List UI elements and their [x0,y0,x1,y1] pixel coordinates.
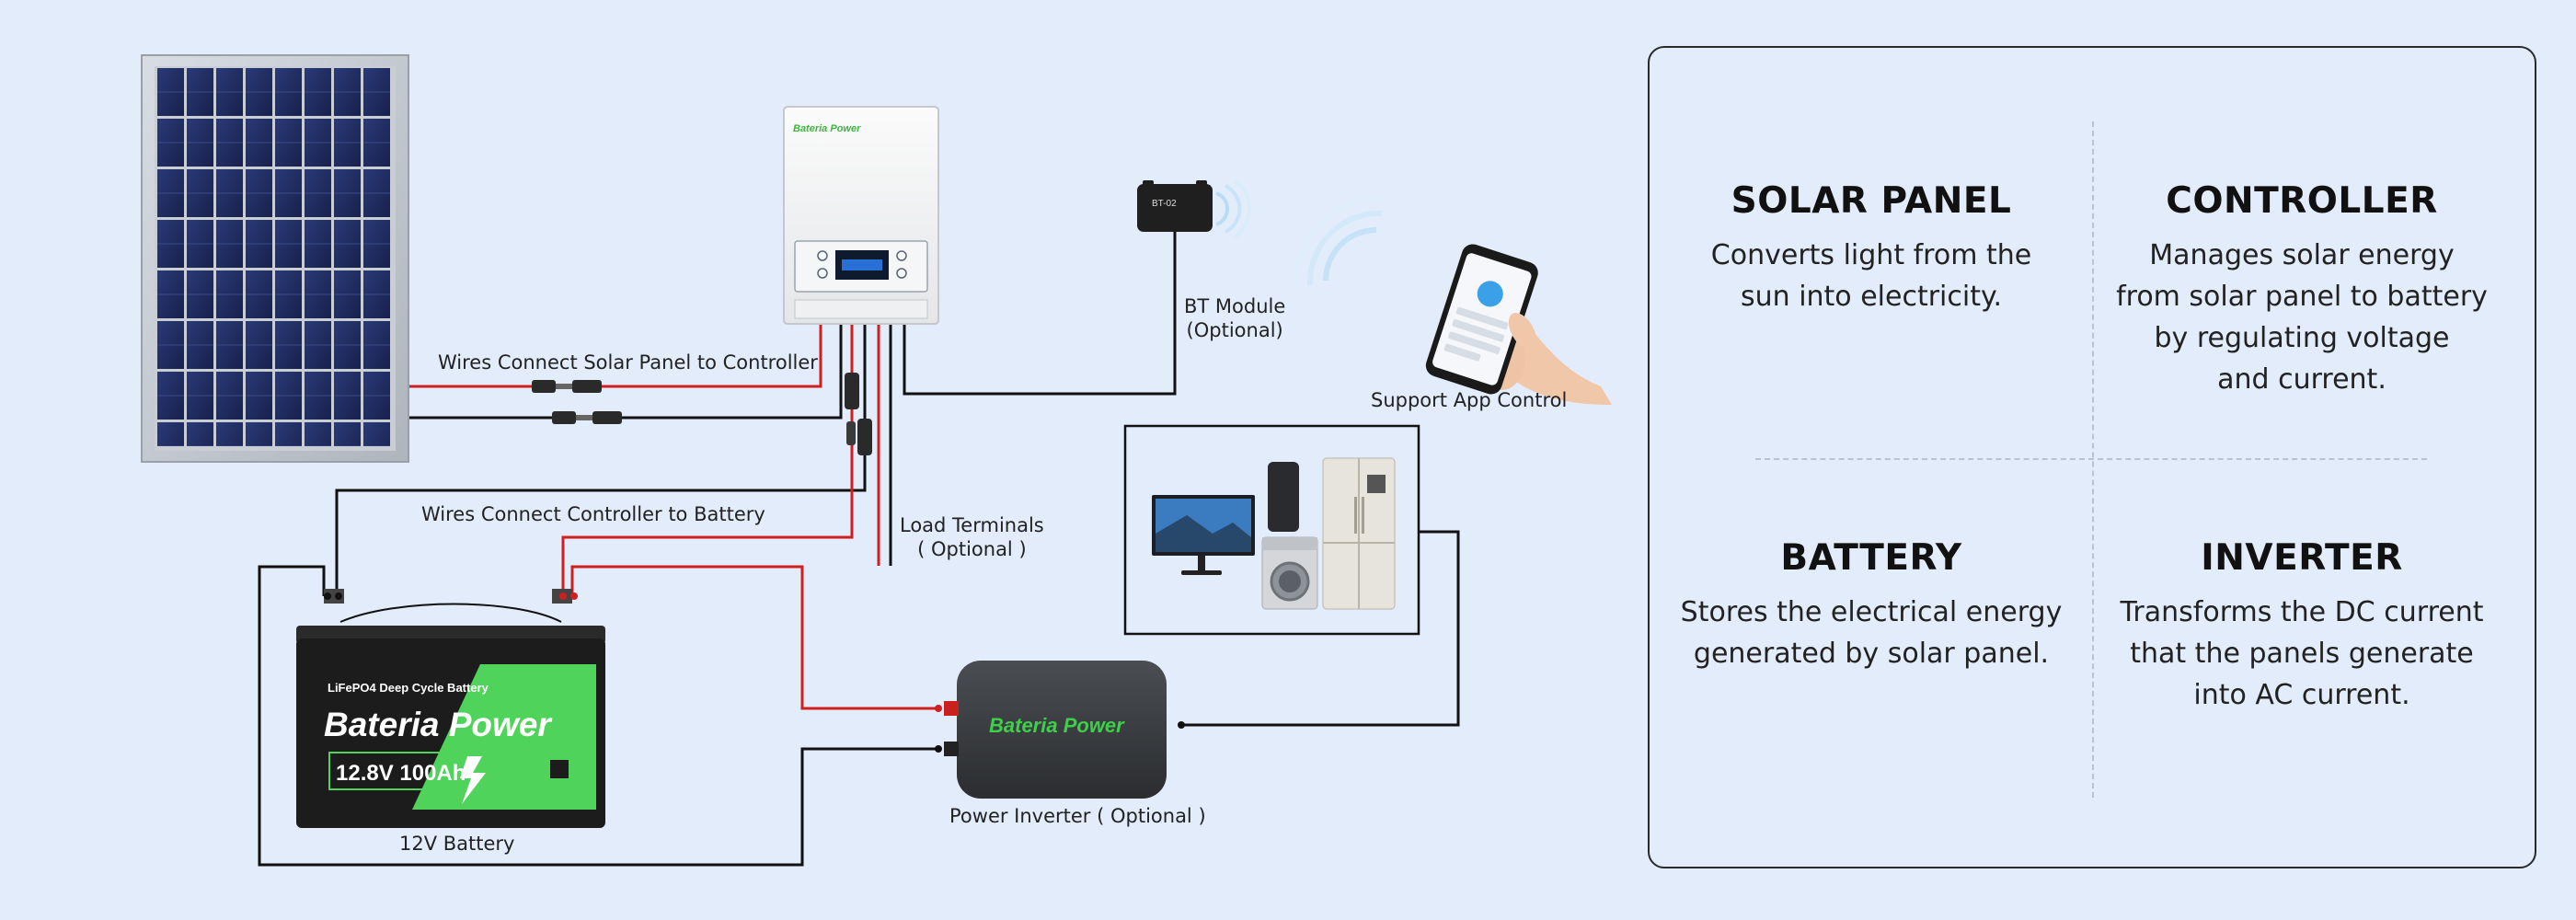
label-wires-solar-controller: Wires Connect Solar Panel to Controller [438,351,818,374]
solar-panel [141,54,409,463]
label-battery: 12V Battery [399,833,515,855]
wire-inverter-negative [258,565,938,867]
wires [258,230,1460,867]
svg-text:12.8V 100Ah: 12.8V 100Ah [336,761,466,786]
info-battery: BATTERY Stores the electrical energy gen… [1669,537,2074,674]
ac-appliances [1123,424,1420,636]
info-controller-title: CONTROLLER [2166,180,2438,222]
label-support-app: Support App Control [1371,389,1568,411]
washing-machine-illustration [1261,536,1318,610]
wire-battery-negative [335,320,867,596]
components-info-card: SOLAR PANEL Converts light from the sun … [1648,46,2536,868]
info-solar-panel: SOLAR PANEL Converts light from the sun … [1669,180,2074,317]
power-inverter: Bateria Power [935,661,1185,799]
bt-module: BT-02 [1137,178,1251,239]
inverter-brand-logo: Bateria Power [989,714,1125,737]
battery-brand-logo: Bateria Power [324,706,553,743]
label-inverter: Power Inverter ( Optional ) [949,805,1206,827]
smartphone-illustration [1268,462,1299,532]
controller-brand-logo: Bateria Power [793,123,861,134]
info-inverter-desc: Transforms the DC current that the panel… [2120,596,2484,711]
wire-solar-negative [405,320,843,420]
label-load-terminals: Load Terminals ( Optional ) [900,514,1044,561]
lifepo4-battery: LiFePO4 Deep Cycle Battery Bateria Power… [296,589,605,828]
wire-inverter-positive [570,565,938,710]
info-battery-desc: Stores the electrical energy generated b… [1680,596,2063,670]
label-wires-controller-battery: Wires Connect Controller to Battery [421,503,765,525]
phone-app-illustration [1292,194,1612,405]
wire-bt-module [903,230,1177,396]
mc4-connectors [532,373,872,455]
svg-text:LiFePO4 Deep Cycle Battery: LiFePO4 Deep Cycle Battery [328,681,489,695]
label-bt-module: BT Module (Optional) [1184,295,1286,342]
monitor-illustration [1152,495,1255,575]
wire-ac-output [1181,530,1460,727]
info-controller-desc: Manages solar energy from solar panel to… [2116,239,2488,396]
refrigerator-illustration [1322,457,1396,610]
info-solar-panel-desc: Converts light from the sun into electri… [1710,239,2032,313]
info-inverter: INVERTER Transforms the DC current that … [2099,537,2504,716]
bt-module-model-label: BT-02 [1152,199,1177,209]
info-card-horizontal-divider [1755,458,2427,460]
info-solar-panel-title: SOLAR PANEL [1731,180,2012,222]
info-controller: CONTROLLER Manages solar energy from sol… [2099,180,2504,400]
charge-controller: Bateria Power [783,106,939,325]
info-battery-title: BATTERY [1780,537,1962,579]
info-inverter-title: INVERTER [2201,537,2403,579]
